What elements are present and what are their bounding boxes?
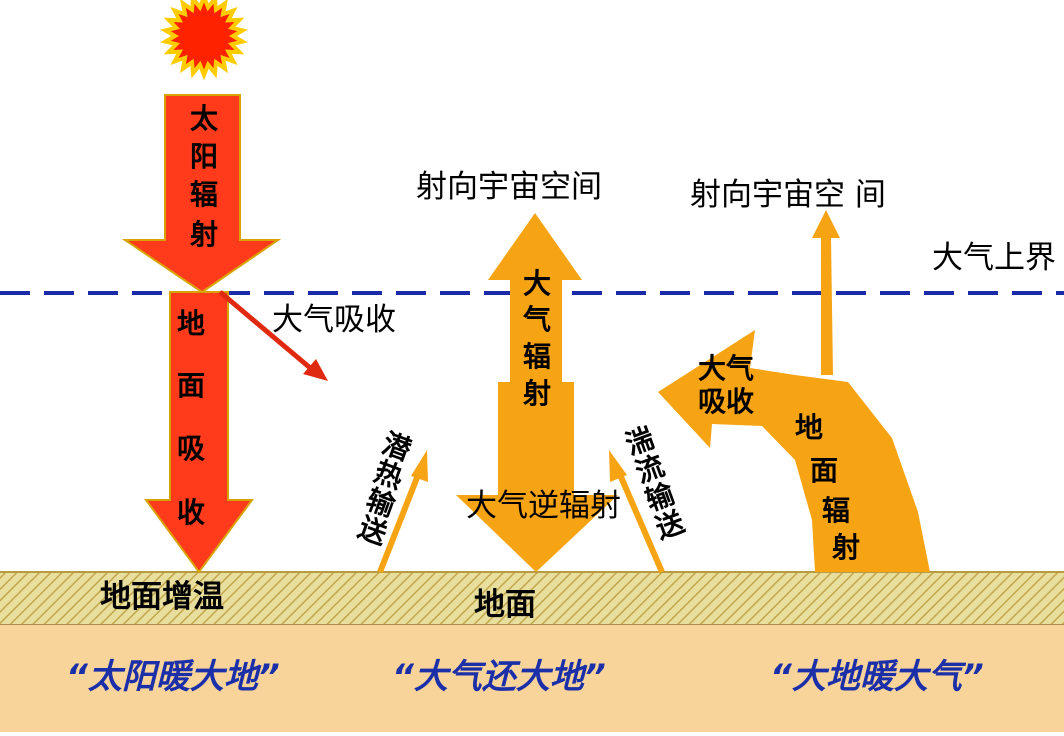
- ground-radiation-label: 地 面 辐 射: [795, 411, 860, 564]
- atmo-radiation-label: 大 气 辐 射: [522, 267, 551, 410]
- svg-text:面: 面: [177, 369, 205, 402]
- counter-radiation-label: 大气逆辐射: [466, 488, 621, 524]
- ground-warming-label: 地面增温: [100, 579, 224, 615]
- sun-icon: [160, 0, 248, 81]
- svg-text:阳: 阳: [190, 140, 218, 173]
- ground-absorption-arrow: [144, 291, 254, 574]
- atmo-absorption-label-1: 大气吸收: [272, 302, 396, 338]
- atmo-counter-radiation-arrow: [456, 382, 618, 572]
- svg-text:吸: 吸: [177, 432, 205, 465]
- svg-text:面: 面: [810, 454, 838, 487]
- turbulent-label: 湍 流 输 送: [621, 421, 689, 546]
- ground-label: 地面: [474, 587, 536, 623]
- svg-text:气: 气: [522, 303, 551, 336]
- slogan-atmosphere-returns: “大气还大地”: [392, 657, 606, 697]
- space-label-1: 射向宇宙空间: [416, 169, 602, 205]
- svg-text:辐: 辐: [523, 340, 551, 373]
- svg-text:地: 地: [177, 307, 205, 340]
- atmo-absorption-label-2: 大气 吸收: [698, 352, 754, 418]
- svg-text:大气: 大气: [698, 352, 754, 385]
- svg-text:射: 射: [831, 531, 860, 564]
- ground-radiation-arrow: [658, 330, 930, 572]
- solar-radiation-arrow: [121, 94, 282, 294]
- svg-text:太: 太: [190, 102, 219, 135]
- space-label-2: 射向宇宙空 间: [690, 177, 886, 213]
- atmo-radiation-up-arrow: [488, 213, 582, 382]
- slogan-sun-warms-earth: “太阳暖大地”: [66, 657, 280, 697]
- solar-radiation-label: 太 阳 辐 射: [189, 102, 219, 251]
- soil-layer: [0, 624, 1064, 732]
- svg-text:吸收: 吸收: [698, 385, 754, 418]
- turbulent-arrow: [609, 450, 665, 574]
- atmo-absorption-red-arrow: [218, 290, 328, 381]
- svg-text:辐: 辐: [822, 494, 850, 527]
- svg-text:地: 地: [795, 411, 823, 444]
- svg-text:辐: 辐: [190, 178, 218, 211]
- svg-text:射: 射: [189, 218, 218, 251]
- ground-radiation-to-space-arrow: [812, 210, 840, 375]
- slogan-earth-warms-air: “大地暖大气”: [770, 657, 984, 697]
- svg-text:射: 射: [522, 377, 551, 410]
- ground-absorption-label: 地 面 吸 收: [177, 307, 205, 529]
- atmosphere-top-label: 大气上界: [932, 240, 1056, 276]
- ground-strip: [0, 572, 1064, 624]
- latent-heat-label: 潜 热 输 送: [354, 427, 417, 552]
- svg-text:收: 收: [177, 496, 205, 529]
- svg-text:大: 大: [523, 267, 551, 300]
- latent-heat-arrow: [377, 450, 428, 574]
